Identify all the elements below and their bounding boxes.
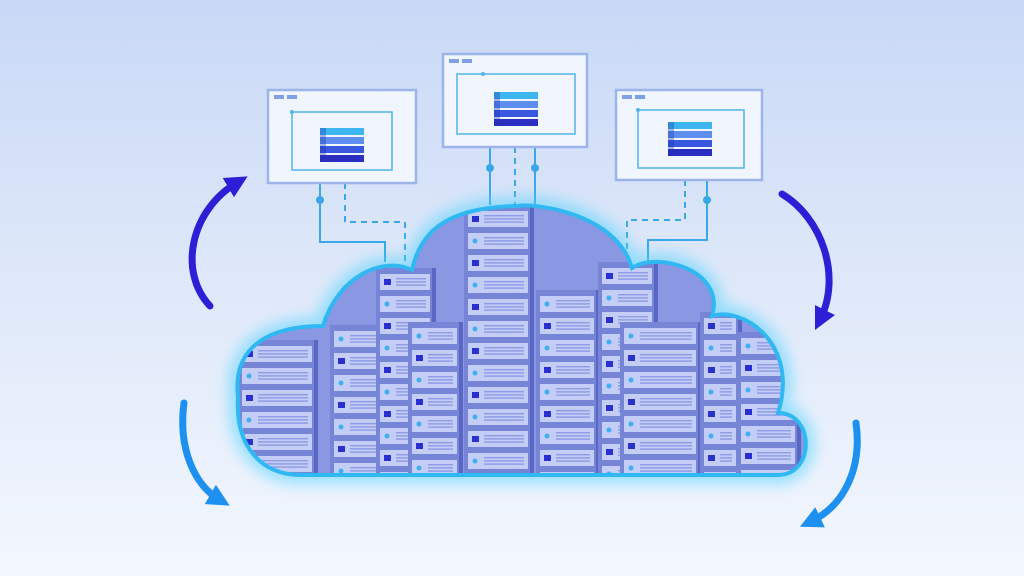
server-unit	[704, 362, 736, 378]
server-unit	[602, 268, 652, 284]
server-unit	[242, 368, 312, 384]
server-unit	[624, 416, 696, 432]
server-unit	[704, 318, 736, 334]
server-stack-icon	[668, 122, 712, 156]
server-unit	[540, 384, 594, 400]
server-unit	[468, 321, 528, 337]
server-unit	[704, 450, 736, 466]
server-unit	[468, 255, 528, 271]
server-unit	[468, 365, 528, 381]
server-unit	[468, 299, 528, 315]
server-unit	[741, 426, 795, 442]
connector-line-right-solid	[647, 180, 708, 264]
server-unit	[704, 406, 736, 422]
server-unit	[412, 416, 457, 432]
connector-dot-center-a	[486, 164, 494, 172]
server-unit	[412, 438, 457, 454]
server-unit	[624, 438, 696, 454]
server-unit	[540, 450, 594, 466]
server-unit	[540, 362, 594, 378]
server-unit	[624, 372, 696, 388]
connector-dot-left	[316, 196, 324, 204]
server-stack-icon	[320, 128, 364, 162]
server-unit	[468, 233, 528, 249]
connector-dot-right	[703, 196, 711, 204]
server-unit	[540, 428, 594, 444]
server-tower	[620, 322, 702, 475]
center-window	[441, 52, 589, 149]
cloud	[237, 205, 805, 491]
connector-line-right-dashed	[626, 180, 686, 264]
server-unit	[412, 394, 457, 410]
server-unit	[468, 343, 528, 359]
server-unit	[704, 340, 736, 356]
server-unit	[540, 406, 594, 422]
cycle-arrow-bottom-left	[179, 399, 230, 506]
server-unit	[468, 409, 528, 425]
server-tower	[700, 312, 742, 475]
server-unit	[624, 328, 696, 344]
server-unit	[380, 274, 430, 290]
server-unit	[468, 211, 528, 227]
server-unit	[741, 448, 795, 464]
server-unit	[380, 296, 430, 312]
connector-group-center	[486, 147, 539, 205]
server-unit	[540, 340, 594, 356]
connector-dot-center-c	[531, 164, 539, 172]
server-unit	[624, 350, 696, 366]
server-unit	[468, 431, 528, 447]
cycle-arrow-top-left	[188, 176, 248, 310]
server-unit	[624, 460, 696, 475]
cycle-arrow-top-right	[778, 190, 836, 331]
server-unit	[242, 434, 312, 450]
server-unit	[468, 453, 528, 469]
server-unit	[468, 387, 528, 403]
connector-line-left-solid	[319, 183, 386, 262]
connector-group-right	[626, 180, 711, 264]
server-unit	[602, 290, 652, 306]
server-unit	[412, 350, 457, 366]
left-window	[266, 88, 418, 185]
server-unit	[468, 277, 528, 293]
server-tower	[536, 290, 600, 475]
connector-line-left-dashed	[344, 183, 406, 262]
server-unit	[242, 346, 312, 362]
server-unit	[540, 318, 594, 334]
connector-group-left	[316, 183, 406, 262]
server-unit	[412, 328, 457, 344]
server-unit	[540, 296, 594, 312]
server-unit	[704, 384, 736, 400]
right-window	[614, 88, 764, 182]
server-rack-group	[238, 205, 801, 475]
server-unit	[242, 390, 312, 406]
cycle-arrow-bottom-right	[799, 419, 861, 528]
server-tower	[464, 205, 534, 475]
server-unit	[412, 460, 457, 475]
server-unit	[242, 412, 312, 428]
server-unit	[704, 428, 736, 444]
server-unit	[412, 372, 457, 388]
server-unit	[624, 394, 696, 410]
server-tower	[408, 322, 463, 475]
server-stack-icon	[494, 92, 538, 126]
